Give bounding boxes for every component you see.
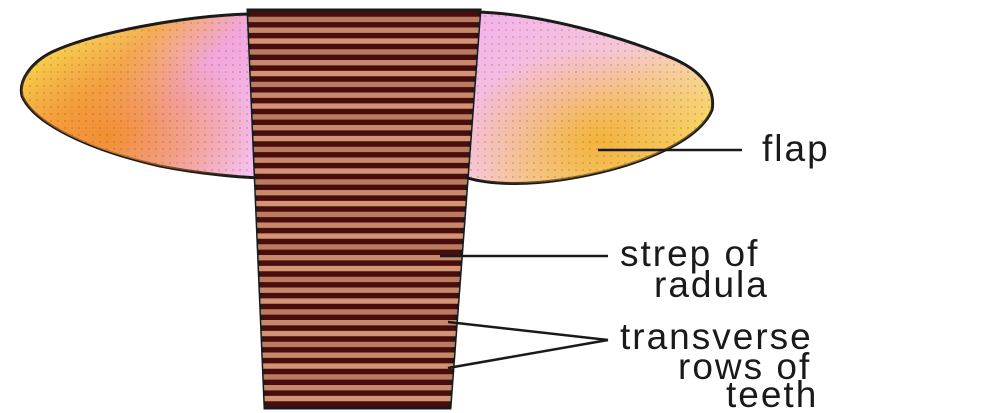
tooth-row [240, 28, 490, 33]
tooth-row [240, 342, 490, 347]
tooth-row [240, 93, 490, 98]
tooth-row [240, 266, 490, 271]
tooth-row [240, 288, 490, 293]
tooth-row [240, 244, 490, 249]
tooth-row [240, 331, 490, 336]
tooth-row [240, 147, 490, 152]
tooth-row [240, 396, 490, 401]
left-flap [21, 14, 270, 178]
tooth-row [240, 309, 490, 314]
tooth-row [240, 125, 490, 130]
tooth-row [240, 212, 490, 217]
tooth-row [240, 17, 490, 22]
tooth-row [240, 179, 490, 184]
radula-strip [240, 10, 490, 408]
teeth-label-line3: teeth [726, 376, 818, 413]
tooth-row [240, 223, 490, 228]
tooth-row [240, 103, 490, 108]
tooth-row [240, 168, 490, 173]
tooth-row [240, 49, 490, 54]
right-flap [462, 12, 713, 183]
flap-label: flap [762, 130, 830, 168]
tooth-row [240, 158, 490, 163]
tooth-row [240, 38, 490, 43]
tooth-row [240, 201, 490, 206]
tooth-row [240, 298, 490, 303]
tooth-row [240, 277, 490, 282]
tooth-row [240, 353, 490, 358]
tooth-row [240, 82, 490, 87]
tooth-row [240, 190, 490, 195]
teeth-pointer-upper [448, 322, 608, 340]
tooth-row [240, 114, 490, 119]
tooth-row [240, 71, 490, 76]
tooth-row [240, 233, 490, 238]
tooth-row [240, 60, 490, 65]
tooth-row [240, 136, 490, 141]
strip-label-line2: radula [654, 266, 769, 304]
teeth-pointer-lower [448, 340, 608, 368]
